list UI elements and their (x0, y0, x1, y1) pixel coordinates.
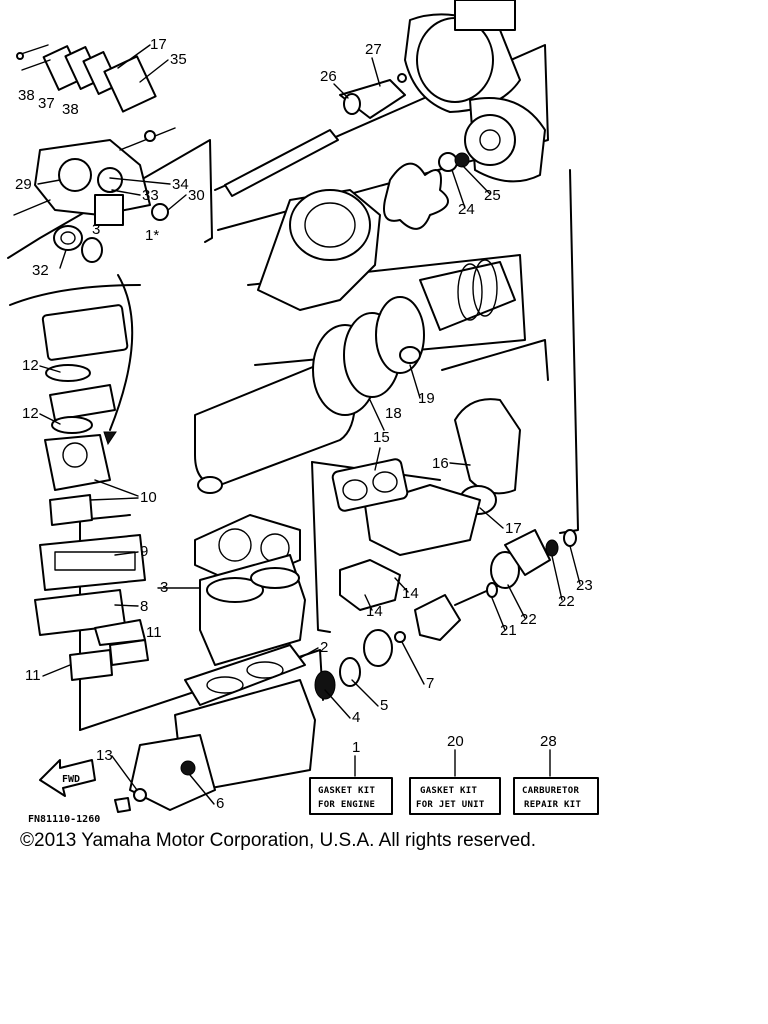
callout-7: 7 (426, 675, 434, 692)
callout-17: 17 (505, 520, 522, 537)
kit-jet-line2: FOR JET UNIT (416, 800, 485, 810)
callout-22b: 22 (558, 593, 575, 610)
callout-11: 11 (25, 667, 41, 684)
callout-6: 6 (216, 795, 224, 812)
callout-28: 28 (540, 733, 557, 750)
callout-38: 38 (18, 87, 35, 104)
kit-engine-line2: FOR ENGINE (318, 800, 375, 810)
callout-24: 24 (458, 201, 475, 218)
callout-29: 29 (15, 176, 32, 193)
kit-box-engine: GASKET KIT FOR ENGINE (309, 777, 393, 815)
callout-16: 16 (432, 455, 449, 472)
jet-pump-assembly (224, 0, 546, 311)
callout-3-top: 3 (92, 221, 100, 238)
callout-5: 5 (380, 697, 388, 714)
callout-13: 13 (96, 747, 113, 764)
callout-31: 1* (145, 227, 159, 244)
kit-box-carburetor: CARBURETOR REPAIR KIT (513, 777, 599, 815)
callout-2: 2 (320, 639, 328, 656)
callout-1: 1 (352, 739, 360, 756)
kit-engine-line1: GASKET KIT (318, 786, 375, 796)
carburetor-assembly (13, 44, 176, 263)
kit-carb-line1: CARBURETOR (522, 786, 579, 796)
callout-19: 19 (418, 390, 435, 407)
callout-34: 34 (172, 176, 189, 193)
kit-box-jet-unit: GASKET KIT FOR JET UNIT (409, 777, 501, 815)
callout-numbers: 17 35 38 37 38 27 26 29 34 33 30 1* 3 32… (15, 36, 593, 812)
forward-arrow-label: FWD (62, 774, 80, 785)
leader-lines (37, 44, 581, 805)
engine-block (114, 514, 316, 813)
callout-23: 23 (576, 577, 593, 594)
intake-reed-stack (34, 304, 149, 681)
callout-10: 10 (140, 489, 157, 506)
crankshaft-group (314, 529, 577, 700)
kit-carb-line2: REPAIR KIT (524, 800, 581, 810)
callout-33: 33 (142, 187, 159, 204)
figure-code: FN81110-1260 (28, 814, 100, 825)
callout-4: 4 (352, 709, 360, 726)
copyright-notice: ©2013 Yamaha Motor Corporation, U.S.A. A… (20, 830, 536, 851)
callout-15: 15 (373, 429, 390, 446)
callout-30: 30 (188, 187, 205, 204)
kit-jet-line1: GASKET KIT (420, 786, 477, 796)
callout-12b: 12 (22, 405, 39, 422)
callout-11b: 11 (146, 624, 162, 641)
callout-9: 9 (140, 543, 148, 560)
exhaust-assembly (194, 259, 521, 556)
callout-20: 20 (447, 733, 464, 750)
callout-27: 27 (365, 41, 382, 58)
callout-8: 8 (140, 598, 148, 615)
callout-12a: 12 (22, 357, 39, 374)
callout-18: 18 (385, 405, 402, 422)
callout-38b: 38 (62, 101, 79, 118)
callout-35: 35 (170, 51, 187, 68)
callout-26: 26 (320, 68, 337, 85)
callout-36: 17 (150, 36, 167, 53)
callout-32: 32 (32, 262, 49, 279)
callout-37: 37 (38, 95, 55, 112)
callout-14: 14 (366, 603, 383, 620)
forward-arrow: FWD (39, 759, 96, 797)
